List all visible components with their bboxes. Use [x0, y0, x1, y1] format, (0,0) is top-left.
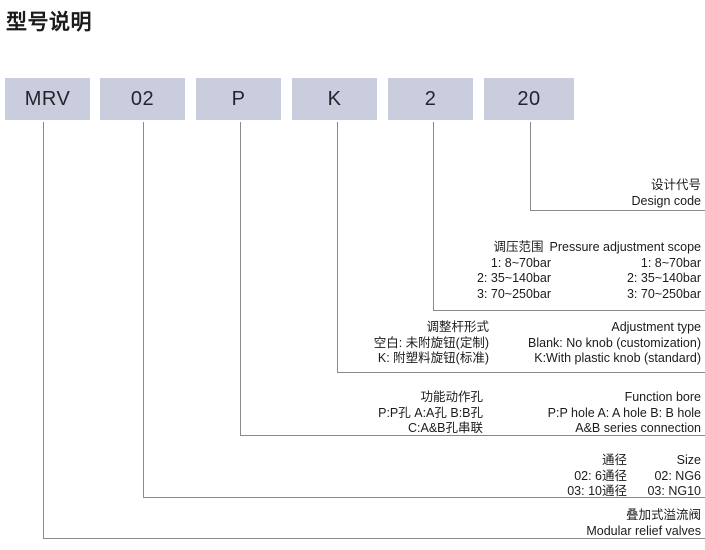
function-bore-option-1-cn: P:P孔 A:A孔 B:B孔 [378, 405, 483, 420]
annotation-pressure: 调压范围 Pressure adjustment scope 1: 8~70ba… [433, 240, 701, 302]
size-option-1-en: 02: NG6 [654, 468, 701, 483]
page-title: 型号说明 [6, 11, 92, 34]
function-bore-option-1-en: P:P hole A: A hole B: B hole [547, 405, 701, 420]
adjustment-option-2-cn: K: 附塑料旋钮(标准) [377, 351, 489, 365]
code-box-series[interactable]: MRV [5, 78, 90, 120]
pressure-option-1: 1: 8~70bar 1: 8~70bar [433, 256, 701, 272]
code-box-function-bore[interactable]: P [196, 78, 281, 120]
design-code-heading: 设计代号 [632, 178, 701, 194]
leader-line-size-horizontal [143, 497, 705, 498]
annotation-size: 通径 Size 02: 6通径 02: NG6 03: 10通径 03: NG1… [545, 453, 701, 500]
annotation-function-bore: 功能动作孔 Function bore P:P孔 A:A孔 B:B孔 P:P h… [313, 390, 701, 437]
design-code-heading-en: Design code [631, 193, 702, 208]
function-bore-option-2-en: A&B series connection [575, 421, 701, 435]
leader-line-function-bore-horizontal [240, 435, 705, 436]
product-heading-cn-row: 叠加式溢流阀 [586, 508, 701, 524]
leader-line-function-bore-vertical [240, 122, 241, 435]
pressure-option-3-cn: 3: 70~250bar [476, 286, 551, 301]
adjustment-option-1-en: Blank: No knob (customization) [528, 335, 701, 350]
annotation-design-code: 设计代号 Design code [632, 178, 702, 209]
pressure-option-1-cn: 1: 8~70bar [490, 255, 551, 270]
size-option-2: 03: 10通径 03: NG10 [545, 484, 701, 500]
code-box-design-code[interactable]: 20 [484, 78, 574, 120]
product-heading-en: Modular relief valves [586, 523, 701, 538]
pressure-heading-en: Pressure adjustment scope [549, 240, 701, 254]
function-bore-option-2-cn: C:A&B孔串联 [407, 421, 483, 435]
function-bore-option-1: P:P孔 A:A孔 B:B孔 P:P hole A: A hole B: B h… [313, 406, 701, 422]
pressure-heading: 调压范围 Pressure adjustment scope [433, 240, 701, 256]
annotation-adjustment: 调整杆形式 Adjustment type 空白: 未附旋钮(定制) Blank… [337, 320, 701, 367]
adjustment-heading-cn: 调整杆形式 [426, 320, 489, 334]
size-option-2-cn: 03: 10通径 [567, 484, 627, 498]
leader-line-product-vertical [43, 122, 44, 538]
product-heading-cn: 叠加式溢流阀 [625, 508, 701, 522]
pressure-option-2-cn: 2: 35~140bar [476, 271, 551, 285]
leader-line-adjustment-horizontal [337, 372, 705, 373]
pressure-option-3: 3: 70~250bar 3: 70~250bar [433, 287, 701, 303]
leader-line-design-code-horizontal [530, 210, 705, 211]
leader-line-pressure-horizontal [433, 310, 705, 311]
size-heading-en: Size [676, 453, 701, 467]
design-code-heading-en-row: Design code [632, 194, 702, 210]
size-option-1: 02: 6通径 02: NG6 [545, 469, 701, 485]
size-heading-cn: 通径 [601, 453, 627, 467]
pressure-option-2: 2: 35~140bar 2: 35~140bar [433, 271, 701, 287]
adjustment-option-1: 空白: 未附旋钮(定制) Blank: No knob (customizati… [337, 336, 701, 352]
leader-line-design-code-vertical [530, 122, 531, 210]
leader-line-size-vertical [143, 122, 144, 497]
product-heading-en-row: Modular relief valves [586, 524, 701, 540]
leader-line-adjustment-vertical [337, 122, 338, 372]
function-bore-heading-en: Function bore [624, 390, 701, 404]
function-bore-heading-cn: 功能动作孔 [420, 390, 483, 404]
adjustment-heading-en: Adjustment type [611, 320, 701, 334]
pressure-heading-cn: 调压范围 [493, 240, 544, 254]
leader-line-product-horizontal [43, 538, 705, 539]
function-bore-option-2: C:A&B孔串联 A&B series connection [313, 421, 701, 437]
pressure-option-1-en: 1: 8~70bar [640, 255, 701, 270]
design-code-heading-cn: 设计代号 [650, 178, 701, 192]
adjustment-heading: 调整杆形式 Adjustment type [337, 320, 701, 336]
adjustment-option-2-en: K:With plastic knob (standard) [534, 351, 701, 365]
annotation-product: 叠加式溢流阀 Modular relief valves [586, 508, 701, 539]
code-box-pressure-range[interactable]: 2 [388, 78, 473, 120]
adjustment-option-1-cn: 空白: 未附旋钮(定制) [373, 335, 489, 350]
size-heading: 通径 Size [545, 453, 701, 469]
pressure-option-3-en: 3: 70~250bar [626, 286, 701, 301]
size-option-1-cn: 02: 6通径 [574, 468, 627, 483]
size-option-2-en: 03: NG10 [647, 484, 701, 498]
leader-line-pressure-vertical [433, 122, 434, 310]
code-box-size[interactable]: 02 [100, 78, 185, 120]
pressure-option-2-en: 2: 35~140bar [626, 271, 701, 285]
function-bore-heading: 功能动作孔 Function bore [313, 390, 701, 406]
adjustment-option-2: K: 附塑料旋钮(标准) K:With plastic knob (standa… [337, 351, 701, 367]
code-box-adjustment-type[interactable]: K [292, 78, 377, 120]
